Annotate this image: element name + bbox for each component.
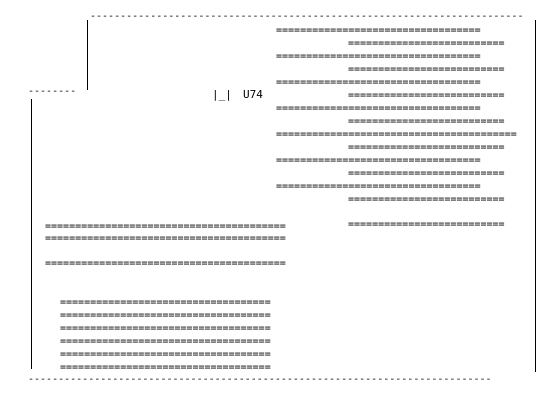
rule-line: =================================== [60,336,271,347]
rule-line: ================================== [276,155,481,166]
rule-line: =================================== [60,362,271,373]
rule-line: ======================================== [45,233,286,244]
rule-line: ======================================== [276,129,517,140]
rule-line: =================================== [60,310,271,321]
rule-line: ======================================== [45,221,286,232]
rule-line: =================================== [60,349,271,360]
rule-line: =================================== [60,297,271,308]
rule-line: ========================== [348,168,505,179]
rule-line: ======================================== [45,258,286,269]
component-refdes: U74 [243,88,263,101]
frame-right-edge [535,20,536,372]
rule-line: ================================== [276,103,481,114]
frame-bottom-edge: ----------------------------------------… [28,374,492,385]
rule-line: ========================== [348,64,505,75]
rule-line: =================================== [60,323,271,334]
frame-notch-edge: -------- [28,86,77,97]
frame-top-edge: ----------------------------------------… [90,11,524,22]
rule-line: ========================== [348,116,505,127]
rule-line: ================================== [276,51,481,62]
rule-line: ================================== [276,77,481,88]
rule-line: ========================== [348,194,505,205]
rule-line: ========================== [348,142,505,153]
rule-line: ========================== [348,219,505,230]
rule-line: ========================== [348,38,505,49]
frame-left-edge [31,99,32,369]
component-symbol: |_| [212,88,232,101]
rule-line: ================================== [276,181,481,192]
rule-line: ================================== [276,25,481,36]
rule-line: ========================== [348,90,505,101]
frame-upper-left-edge [87,20,88,90]
